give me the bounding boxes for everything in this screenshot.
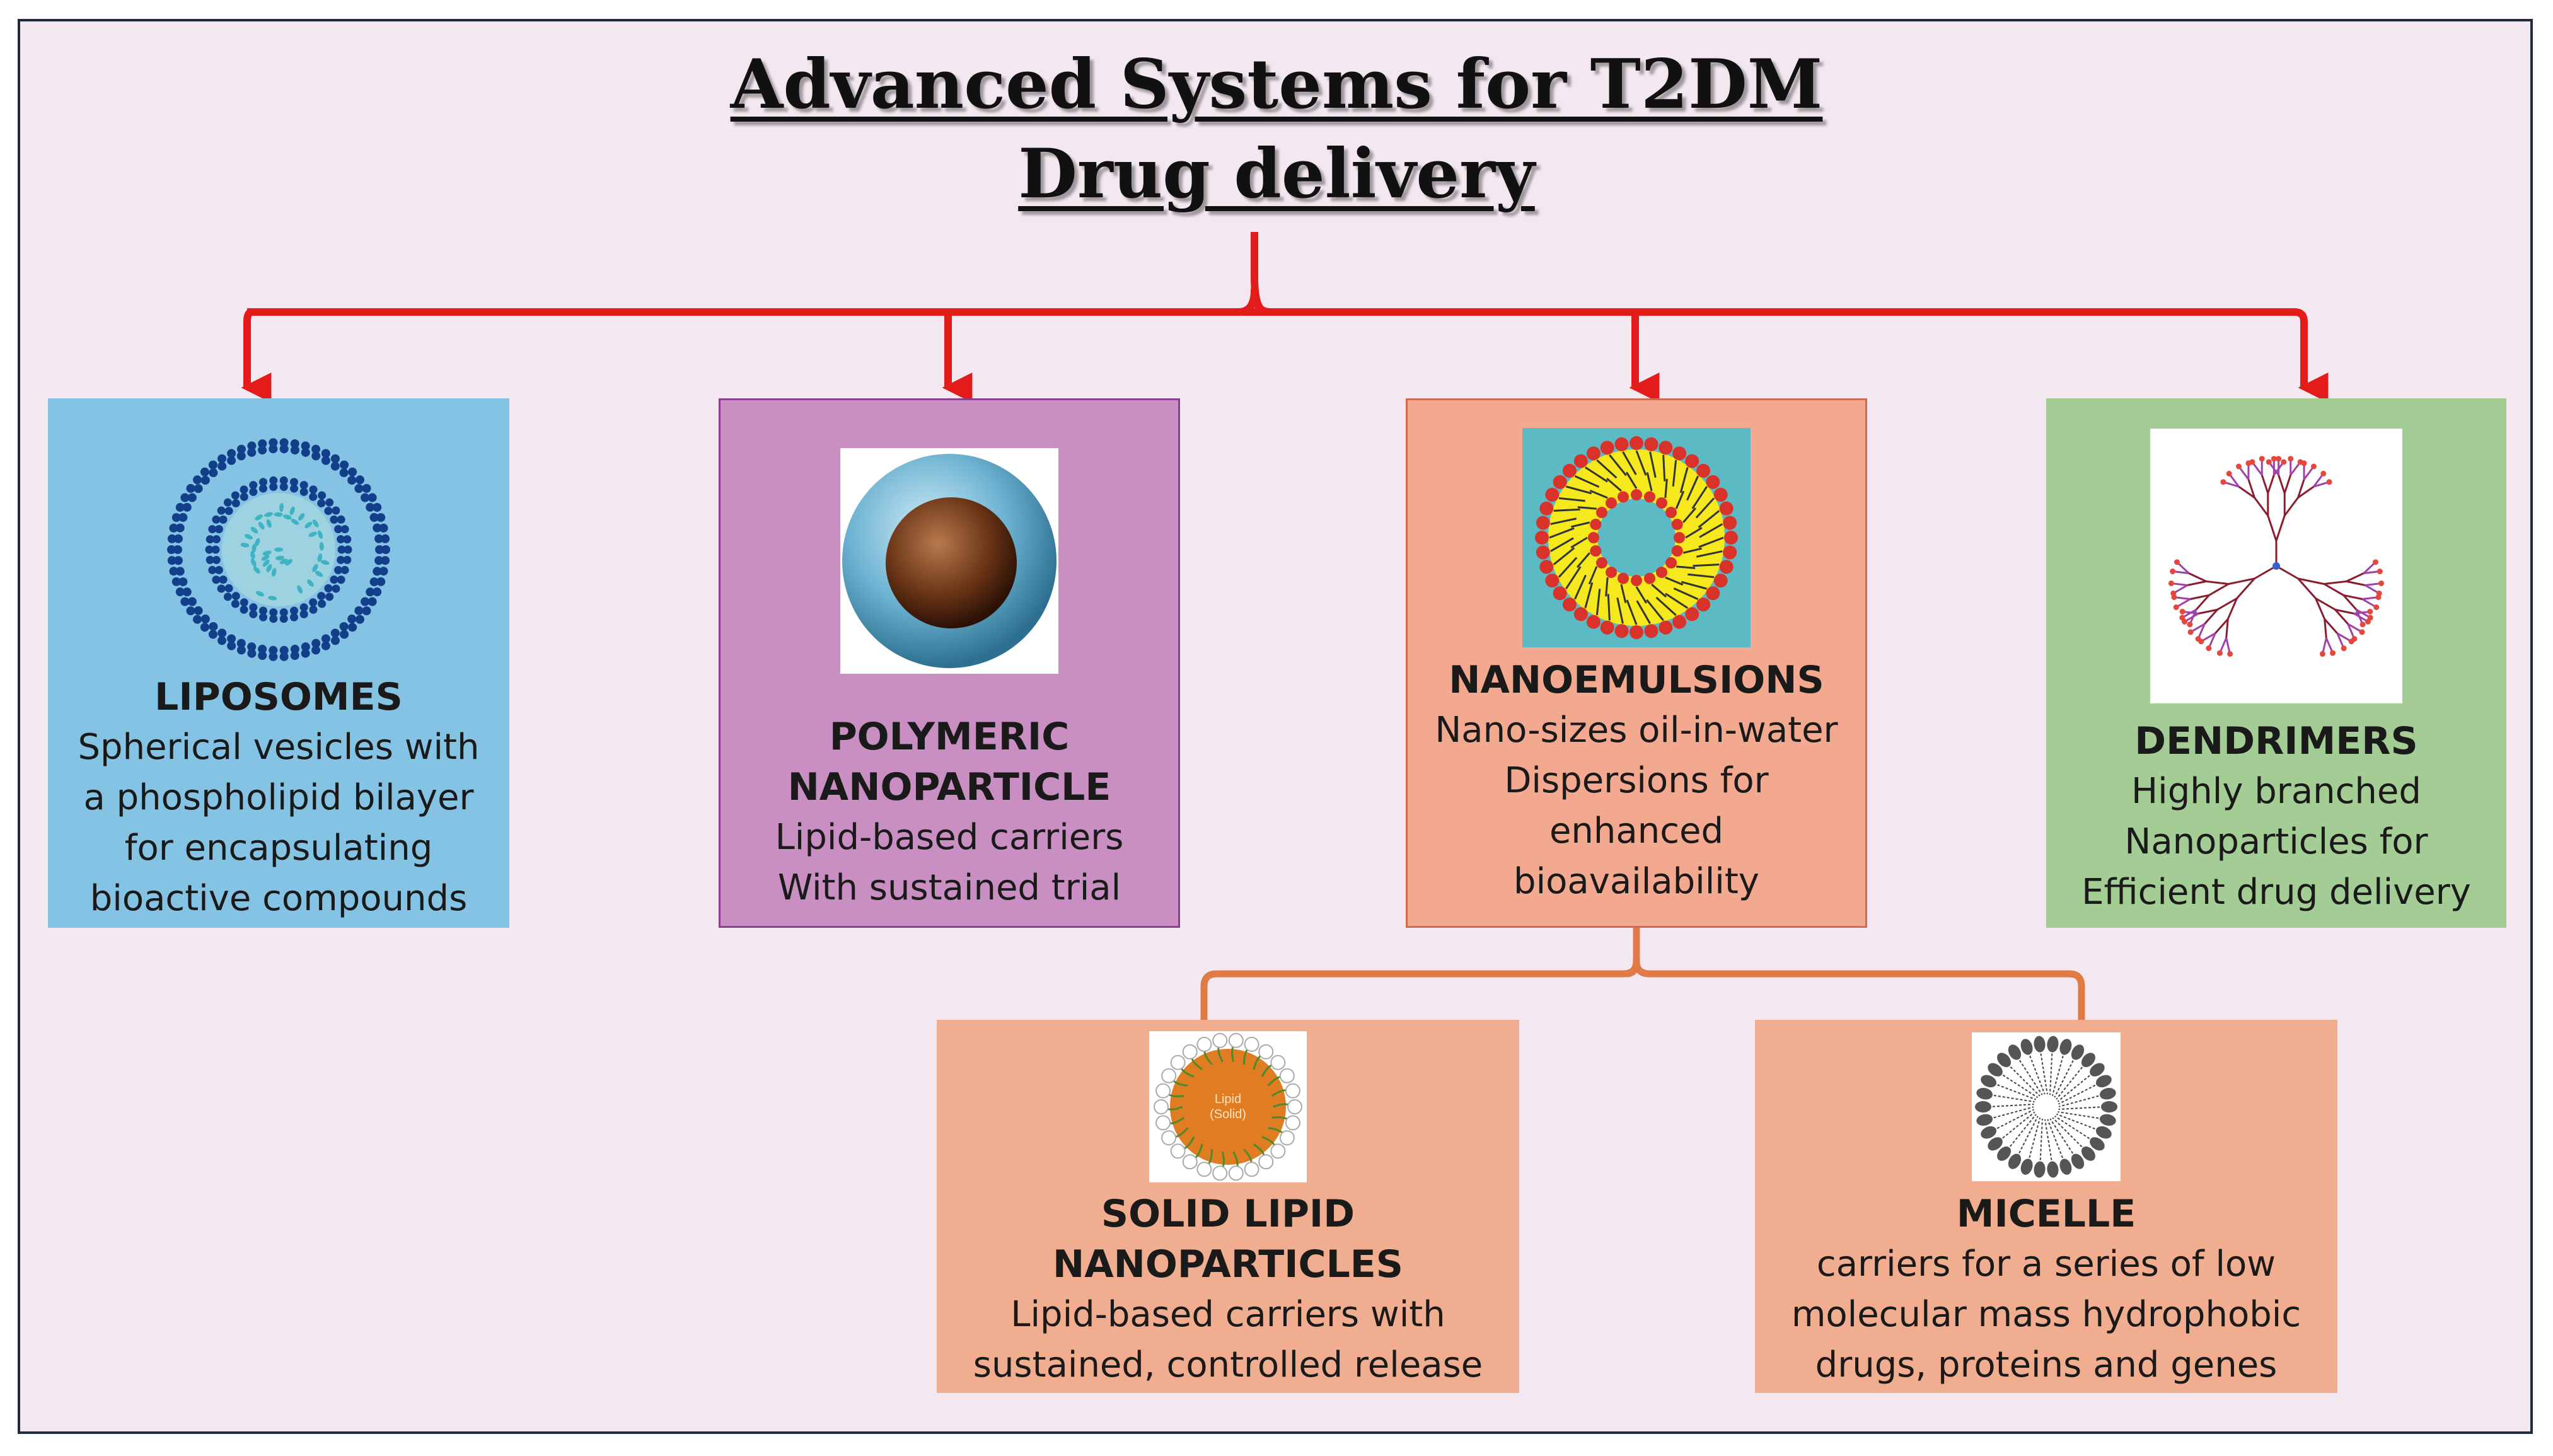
sub-connector bbox=[1200, 928, 2085, 1020]
main-connector bbox=[241, 232, 2329, 403]
polymeric-nanoparticle-illustration bbox=[840, 448, 1058, 674]
nanoemulsion-illustration bbox=[1522, 428, 1751, 647]
sln-heading: SOLID LIPID NANOPARTICLES bbox=[1053, 1192, 1403, 1286]
dendrimers-heading: DENDRIMERS bbox=[2134, 719, 2418, 763]
brace-bar bbox=[247, 286, 2308, 322]
sub-brace-bar bbox=[1200, 957, 2085, 1020]
dendrimer-illustration bbox=[2150, 429, 2402, 703]
liposomes-description: Spherical vesicles with a phospholipid b… bbox=[78, 727, 480, 919]
sln-lipid-label: Lipid bbox=[1215, 1092, 1241, 1106]
micelle-box: MICELLE carriers for a series of low mol… bbox=[1755, 1020, 2337, 1393]
nanoemulsions-box: NANOEMULSIONS Nano-sizes oil-in-water Di… bbox=[1406, 398, 1867, 928]
nanoemulsions-description: Nano-sizes oil-in-water Dispersions for … bbox=[1435, 710, 1838, 902]
sln-description: Lipid-based carriers with sustained, con… bbox=[973, 1294, 1483, 1385]
dendrimers-description: Highly branched Nanoparticles for Effici… bbox=[2081, 771, 2471, 913]
micelle-heading: MICELLE bbox=[1956, 1192, 2136, 1236]
liposomes-heading: LIPOSOMES bbox=[154, 675, 403, 719]
polymeric-heading: POLYMERIC NANOPARTICLE bbox=[787, 715, 1111, 809]
liposome-illustration bbox=[167, 438, 390, 661]
micelle-illustration bbox=[1972, 1032, 2121, 1181]
polymeric-description: Lipid-based carriers With sustained tria… bbox=[775, 817, 1124, 908]
polymeric-box: POLYMERIC NANOPARTICLE Lipid-based carri… bbox=[719, 398, 1180, 928]
diagram-title-line-1: Advanced Systems for T2DM bbox=[730, 45, 1823, 124]
micelle-description: carriers for a series of low molecular m… bbox=[1791, 1244, 2301, 1385]
nanoemulsions-heading: NANOEMULSIONS bbox=[1449, 658, 1824, 702]
dendrimers-box: DENDRIMERS Highly branched Nanoparticles… bbox=[2046, 398, 2506, 928]
sln-solid-label: (Solid) bbox=[1210, 1107, 1246, 1121]
liposomes-box: LIPOSOMES Spherical vesicles with a phos… bbox=[48, 398, 509, 928]
solid-lipid-nanoparticles-box: Lipid (Solid) SOLID LIPID NANOPARTICLES … bbox=[937, 1020, 1519, 1393]
diagram-title-line-2: Drug delivery bbox=[1018, 134, 1535, 214]
arrow-liposomes bbox=[241, 308, 272, 403]
solid-lipid-nanoparticle-illustration: Lipid (Solid) bbox=[1149, 1031, 1307, 1182]
